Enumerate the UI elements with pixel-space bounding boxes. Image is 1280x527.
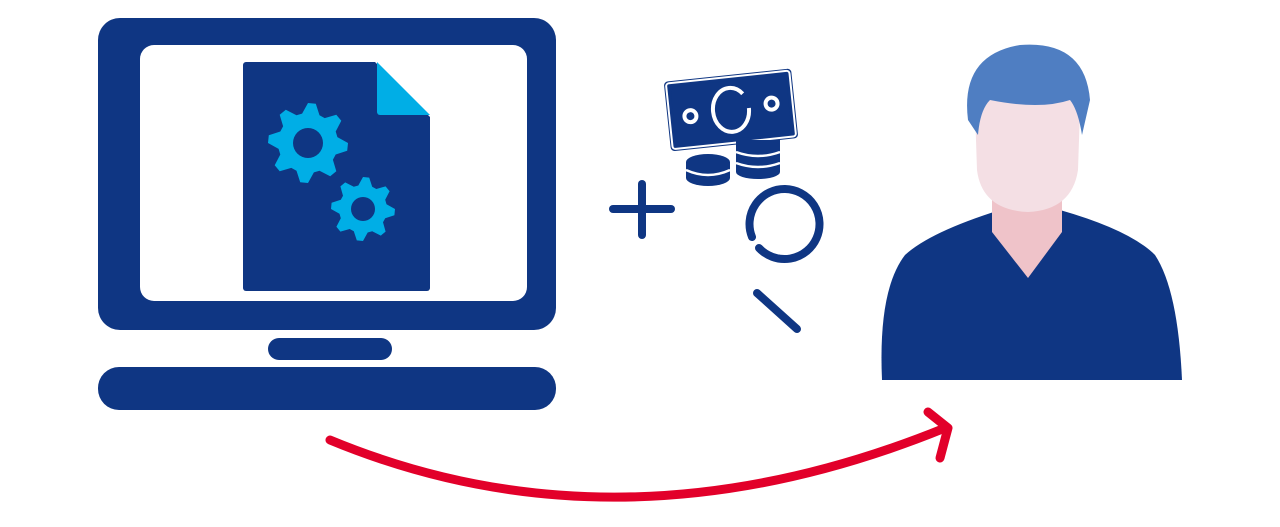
coins-icon bbox=[685, 140, 781, 186]
magnifier-icon bbox=[745, 185, 824, 333]
gear-hole bbox=[351, 197, 375, 221]
settings-document-icon bbox=[243, 62, 430, 291]
curved-arrow-icon bbox=[325, 407, 953, 502]
person-icon bbox=[881, 44, 1182, 380]
gear-icon bbox=[331, 177, 395, 241]
gear-hole bbox=[293, 128, 323, 158]
money-icon bbox=[664, 68, 798, 151]
plus-icon bbox=[609, 180, 675, 239]
gear-icon bbox=[268, 103, 348, 183]
